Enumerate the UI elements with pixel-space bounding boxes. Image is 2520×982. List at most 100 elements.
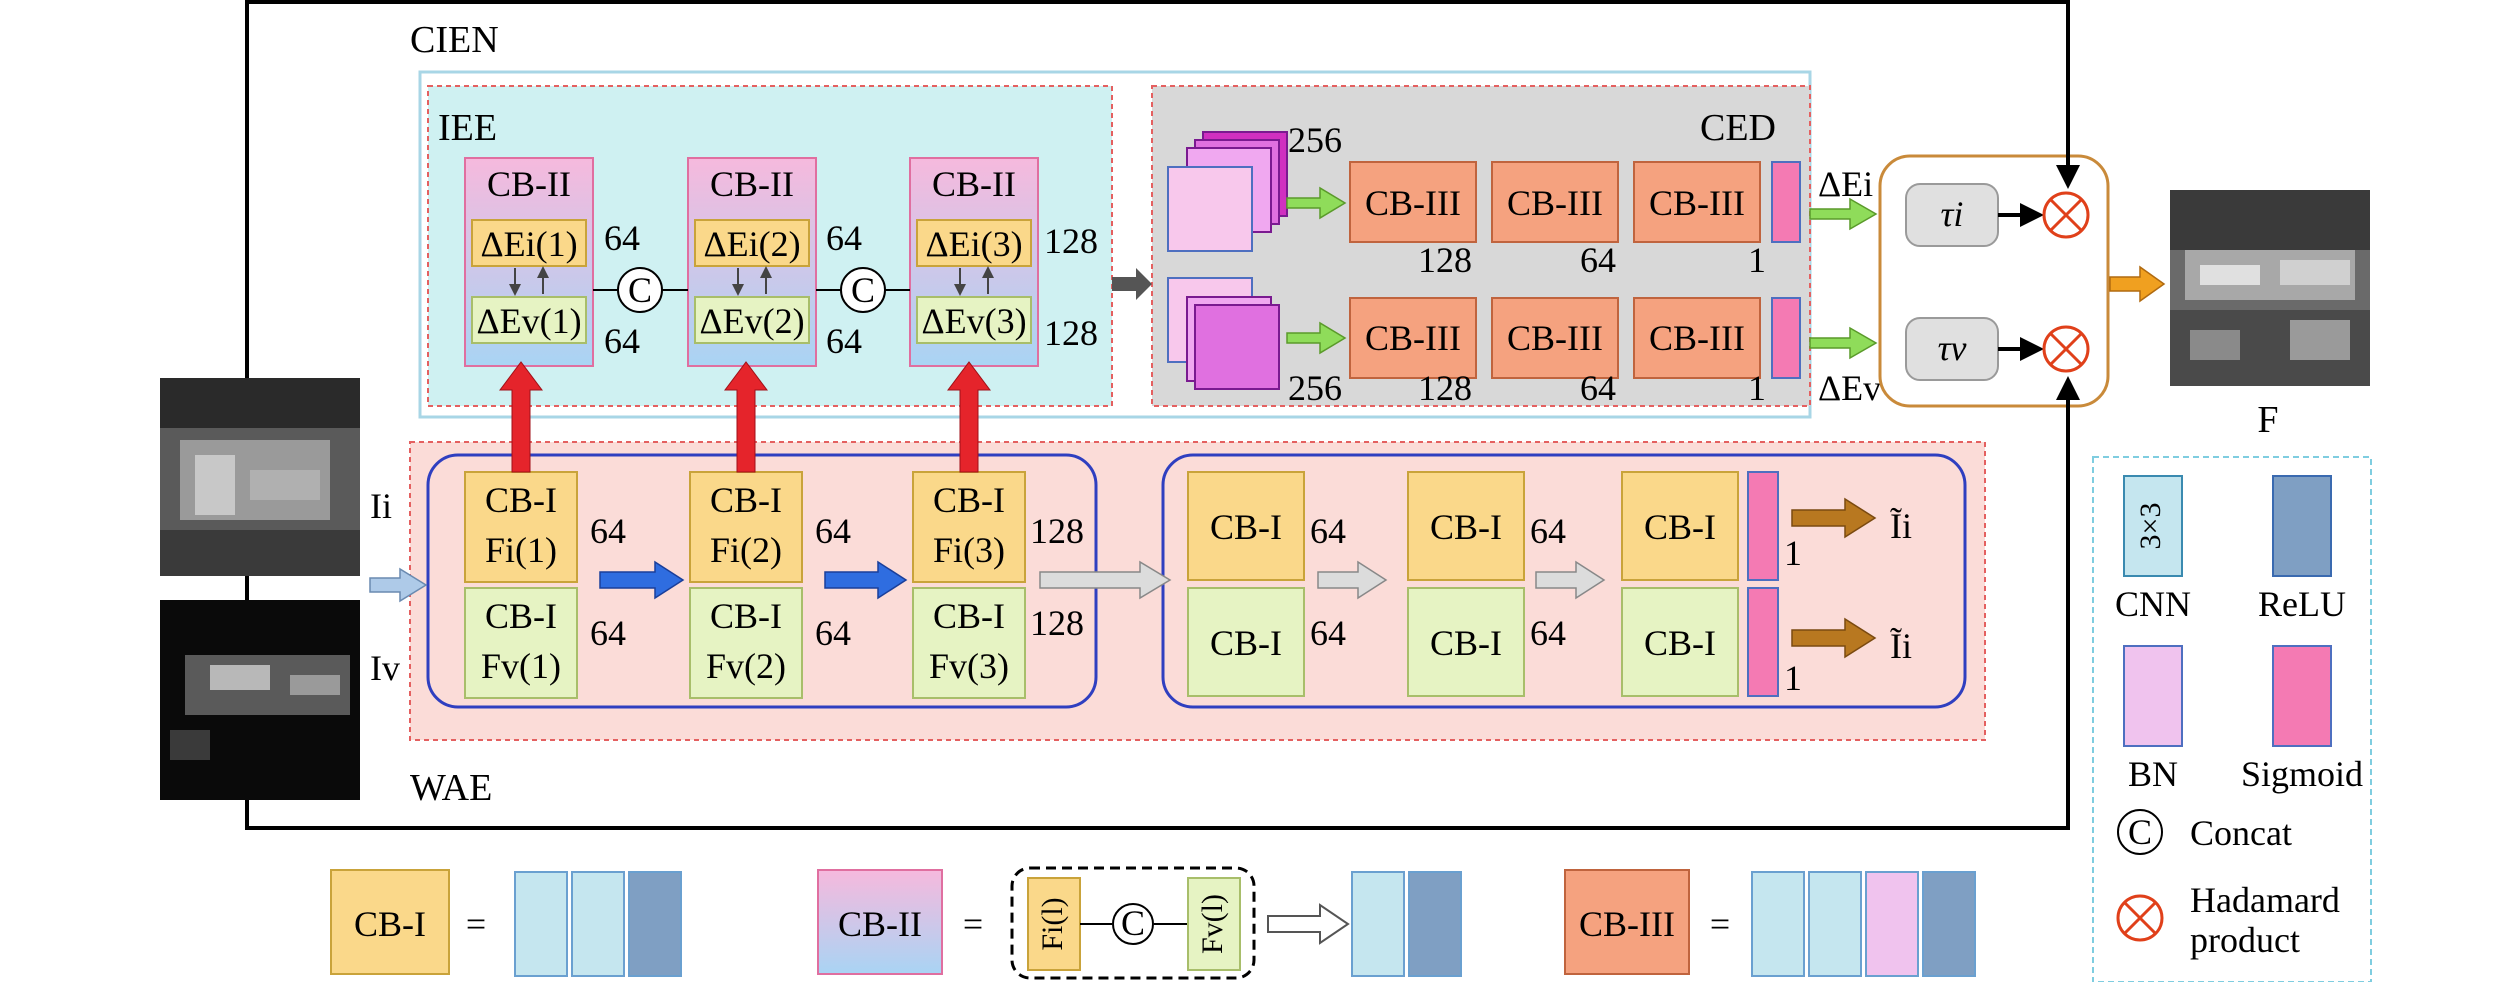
legend-cnn: 3×3 CNN (2115, 475, 2191, 624)
channel-count: 64 (604, 218, 640, 258)
channel-count: 1 (1784, 658, 1802, 698)
cb2-block-2: CB-II ΔEi(2) ΔEv(2) (687, 157, 817, 367)
feature-label: Fv(2) (706, 646, 786, 686)
feature-label: Fi(1) (485, 530, 557, 570)
channel-count: 256 (1288, 368, 1342, 408)
cb3-definition: CB-III = (1564, 869, 1976, 977)
channel-count: 64 (590, 511, 626, 551)
cb3-label: CB-III (1579, 904, 1675, 944)
cb1-label: CB-I (1430, 623, 1502, 663)
channel-count: 64 (1580, 240, 1616, 280)
green-arrow (1809, 326, 1878, 360)
legend-hadamard-label: Hadamard (2190, 880, 2340, 920)
cb1-label: CB-I (710, 480, 782, 520)
channel-count: 64 (1530, 613, 1566, 653)
blue-arrow (824, 560, 908, 600)
gray-arrow (1535, 560, 1606, 600)
channel-count: 1 (1748, 368, 1766, 408)
cb1-label: CB-I (1210, 507, 1282, 547)
concat-icon (840, 267, 886, 313)
green-arrow (1286, 321, 1347, 355)
red-arrow (499, 361, 543, 473)
channel-count: 128 (1418, 240, 1472, 280)
fused-image (2170, 190, 2370, 386)
tau-i-label: τi (1941, 194, 1964, 234)
channel-count: 64 (1310, 511, 1346, 551)
green-arrow (1286, 186, 1347, 220)
tau-v-label: τv (1938, 328, 1967, 368)
cb1-label: CB-I (485, 596, 557, 636)
legend-hadamard: Hadamard product (2116, 880, 2340, 960)
legend-hadamard-label: product (2190, 920, 2300, 960)
cb2-label: CB-II (838, 904, 922, 944)
input-v-label: Iv (370, 648, 400, 688)
red-arrow (724, 361, 768, 473)
concat-symbol: C (628, 270, 652, 310)
cb3-label: CB-III (1507, 318, 1603, 358)
input-image-visible (160, 600, 360, 800)
decoder-column-2: CB-I CB-I (1407, 471, 1525, 697)
legend-cnn-label: CNN (2115, 584, 2191, 624)
brown-arrow (1791, 497, 1877, 539)
delta-e-v-label: ΔEv(1) (476, 301, 581, 341)
encoder-column-2: CB-I Fi(2) CB-I Fv(2) (689, 471, 803, 699)
cb2-block-3: CB-II ΔEi(3) ΔEv(3) (909, 157, 1039, 367)
cb2-title: CB-II (932, 164, 1016, 204)
concat-symbol: C (1121, 903, 1145, 943)
cb1-label: CB-I (1644, 623, 1716, 663)
equals-sign: = (1710, 904, 1730, 944)
delta-e-i-label: ΔEi(3) (925, 224, 1022, 264)
feature-label: Fv(1) (481, 646, 561, 686)
channel-count: 64 (826, 218, 862, 258)
cb1-label: CB-I (933, 596, 1005, 636)
ced-label: CED (1700, 107, 1776, 149)
feature-label: Fv(l) (1196, 894, 1229, 954)
cb1-definition: CB-I = (330, 869, 682, 977)
feature-stack-bottom (1167, 277, 1280, 390)
equals-sign: = (466, 904, 486, 944)
input-i-label: Ii (370, 486, 392, 526)
delta-e-v-label: ΔEv (1818, 368, 1881, 408)
gray-arrow (1317, 560, 1388, 600)
hadamard-icon (2042, 325, 2090, 373)
output-arrow (2109, 265, 2166, 303)
cb1-label: CB-I (485, 480, 557, 520)
feature-label: Fi(2) (710, 530, 782, 570)
cb3-label: CB-III (1649, 183, 1745, 223)
cb2-definition: CB-II = Fi(l) C Fv(l) (817, 866, 1462, 980)
concat-symbol: C (2128, 812, 2152, 852)
channel-count: 64 (604, 321, 640, 361)
gray-arrow (1039, 560, 1172, 600)
channel-count: 64 (1310, 613, 1346, 653)
cb3-row-bottom: CB-III CB-III CB-III (1349, 297, 1801, 379)
channel-count: 64 (815, 613, 851, 653)
cb1-label: CB-I (1210, 623, 1282, 663)
cb2-block-1: CB-II ΔEi(1) ΔEv(1) (464, 157, 594, 367)
cb3-label: CB-III (1365, 183, 1461, 223)
cb3-label: CB-III (1507, 183, 1603, 223)
delta-e-i-label: ΔEi(1) (480, 224, 577, 264)
cb3-label: CB-III (1649, 318, 1745, 358)
concat-symbol: C (851, 270, 875, 310)
cb1-label: CB-I (354, 904, 426, 944)
input-arrow (369, 567, 428, 603)
feature-label: Fi(3) (933, 530, 1005, 570)
wae-label: WAE (410, 767, 492, 809)
channel-count: 1 (1784, 533, 1802, 573)
cb3-label: CB-III (1365, 318, 1461, 358)
channel-count: 128 (1044, 221, 1098, 261)
cb2-title: CB-II (710, 164, 794, 204)
cb1-label: CB-I (1430, 507, 1502, 547)
legend-concat-label: Concat (2190, 813, 2292, 853)
concat-icon (2117, 809, 2163, 855)
channel-count: 128 (1044, 313, 1098, 353)
channel-count: 64 (590, 613, 626, 653)
iee-to-ced-arrow (1112, 268, 1152, 300)
channel-count: 64 (826, 321, 862, 361)
legend-cnn-symbol: 3×3 (2134, 503, 2167, 550)
channel-count: 64 (1530, 511, 1566, 551)
decoder-column-3: CB-I CB-I (1621, 471, 1779, 697)
decoder-column-1: CB-I CB-I (1187, 471, 1305, 697)
iee-label: IEE (438, 107, 497, 149)
